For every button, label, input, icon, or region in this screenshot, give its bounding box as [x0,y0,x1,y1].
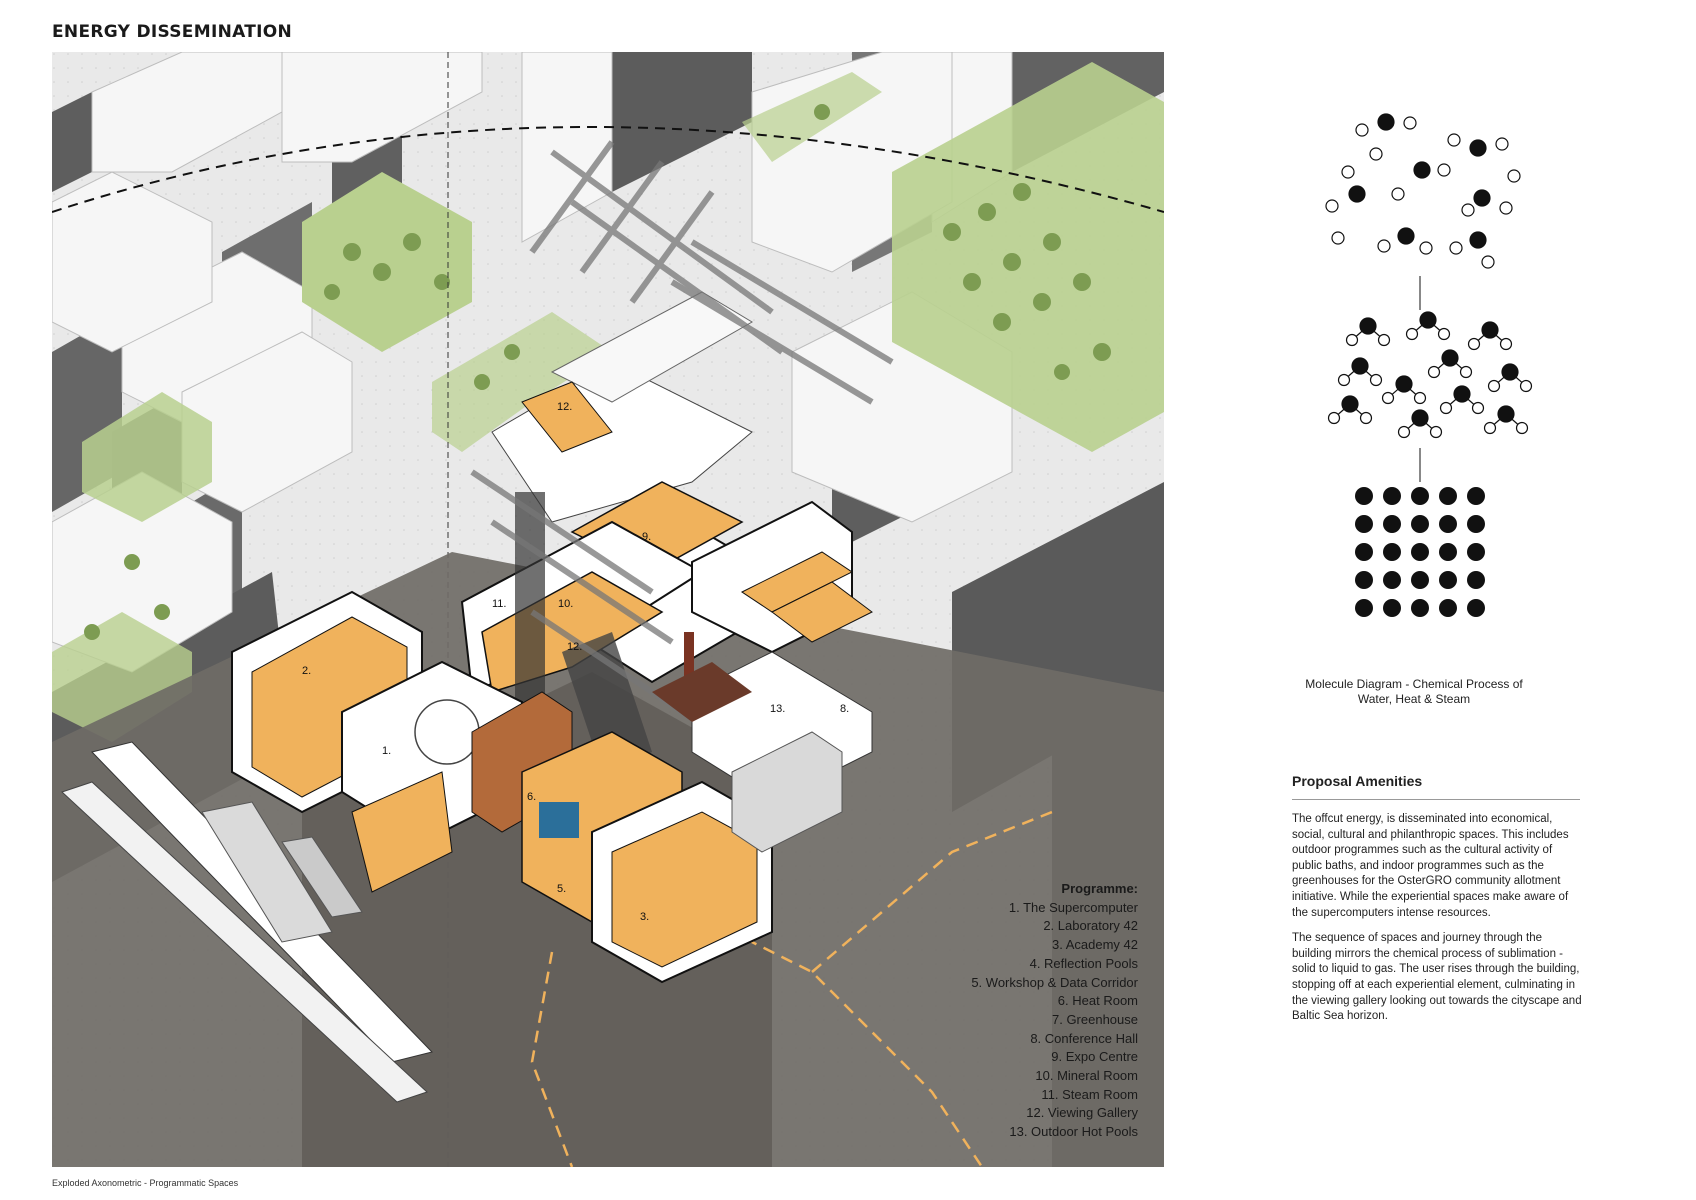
solid-state [1355,487,1485,617]
exploded-components [61,741,433,1103]
molecule-diagram [1325,113,1533,617]
amenities-paragraph: The offcut energy, is disseminated into … [1292,813,1569,919]
plan-label: 2. [302,665,311,677]
programme-item: 8. Conference Hall [1030,1030,1138,1046]
axonometric-caption: Exploded Axonometric - Programmatic Spac… [52,1178,239,1188]
molecule-caption-line: Water, Heat & Steam [1357,692,1471,706]
energy-arc [52,126,1164,213]
axonometric-drawing: 1. 2. 3. 5. 6. 8. 9. 10. 11. 12. 12. 13. [52,52,1164,1167]
plan-label: 12. [557,401,572,413]
plan-label: 3. [640,911,649,923]
trees [84,104,1111,640]
programme-item: 11. Steam Room [1041,1086,1138,1102]
programme-item: 4. Reflection Pools [1029,955,1138,971]
plan-label: 13. [770,703,785,715]
programme-item: 6. Heat Room [1057,993,1138,1009]
plan-label: 9. [642,531,651,543]
podium [231,590,873,984]
programme-item: 13. Outdoor Hot Pools [1009,1124,1138,1140]
plan-label: 1. [382,745,391,757]
plan-label: 5. [557,883,566,895]
page-title: ENERGY DISSEMINATION [52,22,293,42]
plan-label: 10. [558,598,573,610]
programme-item: 1. The Supercomputer [1008,899,1138,915]
programme-item: 3. Academy 42 [1052,937,1138,953]
programme-item: 9. Expo Centre [1051,1049,1138,1065]
exploded-axonometric: 1. 2. 3. 5. 6. 8. 9. 10. 11. 12. 12. 13.… [52,52,1164,1167]
amenities-text: The offcut energy, is disseminated into … [1292,812,1584,1035]
amenities-divider [1292,799,1580,800]
plan-label: 6. [527,791,536,803]
programme-heading: Programme: [1061,881,1138,896]
molecule-caption-line: Molecule Diagram - Chemical Process of [1305,677,1523,691]
programme-item: 7. Greenhouse [1051,1011,1138,1027]
plan-label: 8. [840,703,849,715]
main-building [460,291,873,772]
gas-state [1325,113,1521,269]
programme-item: 5. Workshop & Data Corridor [971,974,1138,990]
canopy-beams [470,140,894,735]
amenities-paragraph: The sequence of spaces and journey throu… [1292,932,1582,1023]
liquid-state [1327,311,1533,439]
amenities-heading: Proposal Amenities [1292,773,1423,789]
programme-item: 2. Laboratory 42 [1043,918,1138,934]
plan-label: 11. [492,598,506,610]
plan-labels: 1. 2. 3. 5. 6. 8. 9. 10. 11. 12. 12. 13. [302,401,849,923]
programme-list: Programme: 1. The Supercomputer 2. Labor… [971,880,1138,1142]
programme-item: 10. Mineral Room [1035,1068,1138,1084]
programme-item: 12. Viewing Gallery [1026,1105,1138,1121]
plan-label: 12. [567,641,582,653]
molecule-caption: Molecule Diagram - Chemical Process of W… [1296,677,1532,707]
